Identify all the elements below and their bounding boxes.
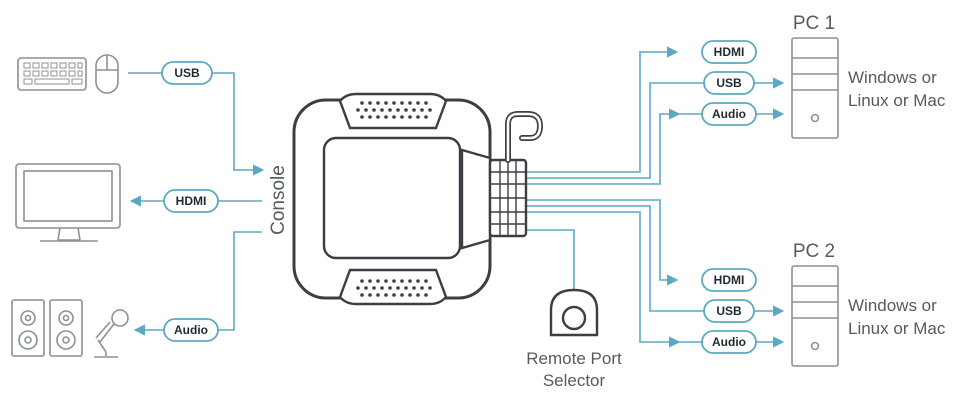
hdmi-label-left: HDMI [163,189,219,213]
svg-text:USB: USB [716,76,742,90]
usb-label-left: USB [161,61,213,85]
mouse-icon [95,54,119,94]
svg-text:Audio: Audio [712,335,746,349]
pc1-os-line2: Linux or Mac [848,91,946,110]
kvm-switch-device [292,92,544,306]
audio-label-pc2: Audio [701,330,757,354]
hdmi-label-pc2: HDMI [701,268,757,292]
pc2-tower-icon [791,265,839,367]
console-label: Console [268,165,289,235]
pc1-tower-icon [791,37,839,139]
keyboard-icon [17,57,87,91]
remote-port-label-line1: Remote Port [526,349,622,368]
svg-text:HDMI: HDMI [714,45,745,59]
pc1-os-line1: Windows or [848,68,937,87]
usb-label-pc2: USB [703,299,755,323]
monitor-icon [15,163,121,242]
svg-text:Audio: Audio [174,323,208,337]
pc2-os-line1: Windows or [848,296,937,315]
microphone-icon [94,309,129,358]
audio-label-pc1: Audio [701,102,757,126]
remote-port-label-line2: Selector [543,371,606,390]
pc2-os-line2: Linux or Mac [848,319,946,338]
svg-text:USB: USB [716,304,742,318]
audio-label-left: Audio [163,318,219,342]
svg-text:HDMI: HDMI [176,194,207,208]
hdmi-label-pc1: HDMI [701,40,757,64]
pc2-title: PC 2 [793,241,835,262]
remote-port-selector-icon [549,288,599,337]
svg-text:USB: USB [174,66,200,80]
svg-text:Audio: Audio [712,107,746,121]
pc1-title: PC 1 [793,13,835,34]
svg-text:HDMI: HDMI [714,273,745,287]
speakers-icon [11,299,83,357]
usb-label-pc1: USB [703,71,755,95]
